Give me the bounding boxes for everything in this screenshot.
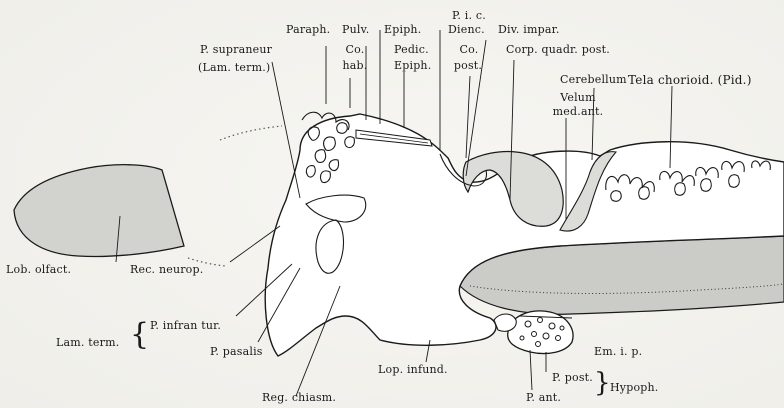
label-lob-olfact: Lob. olfact. [6, 264, 71, 276]
label-cerebellum: Cerebellum [560, 74, 627, 86]
dotted-outline-upper [220, 126, 282, 140]
label-p-post: P. post. [552, 372, 593, 384]
label-pedic-epiph: Epiph. [394, 60, 431, 72]
label-lam-term-paren: (Lam. term.) [198, 62, 270, 74]
label-dienc: Dienc. [448, 24, 485, 36]
label-velum: Velum [552, 92, 604, 104]
label-pulv: Pulv. [342, 24, 369, 36]
label-co-hab-2: hab. [340, 60, 370, 72]
infundibulum-lobe [494, 314, 516, 331]
label-co-post-2: post. [450, 60, 486, 72]
label-velum-med-ant: med.ant. [548, 106, 608, 118]
label-tela-chorioid: Tela chorioid. (Pid.) [628, 74, 752, 86]
label-rec-neurop: Rec. neurop. [130, 264, 203, 276]
label-p-supraneur: P. supraneur [200, 44, 272, 56]
label-co-post-1: Co. [454, 44, 484, 56]
label-em-ip: Em. i. p. [594, 346, 642, 358]
label-div-impar: Div. impar. [498, 24, 560, 36]
label-hypoph: Hypoph. [610, 382, 659, 394]
label-p-ant: P. ant. [526, 392, 561, 404]
brace-lam-term: { [130, 320, 149, 350]
label-reg-chiasm: Reg. chiasm. [262, 392, 336, 404]
brace-hypoph: } [594, 370, 611, 396]
label-pedic: Pedic. [394, 44, 429, 56]
label-pic: P. i. c. [452, 10, 486, 22]
label-lam-term: Lam. term. [56, 337, 119, 349]
label-epiph: Epiph. [384, 24, 421, 36]
label-lop-infund: Lop. infund. [378, 364, 448, 376]
olfactory-lobe-shape [14, 165, 184, 257]
label-p-infrantur: P. infran tur. [150, 320, 221, 332]
label-co-hab-1: Co. [342, 44, 368, 56]
label-p-pasalis: P. pasalis [210, 346, 263, 358]
label-corp-quadr-post: Corp. quadr. post. [506, 44, 610, 56]
label-paraph: Paraph. [286, 24, 330, 36]
